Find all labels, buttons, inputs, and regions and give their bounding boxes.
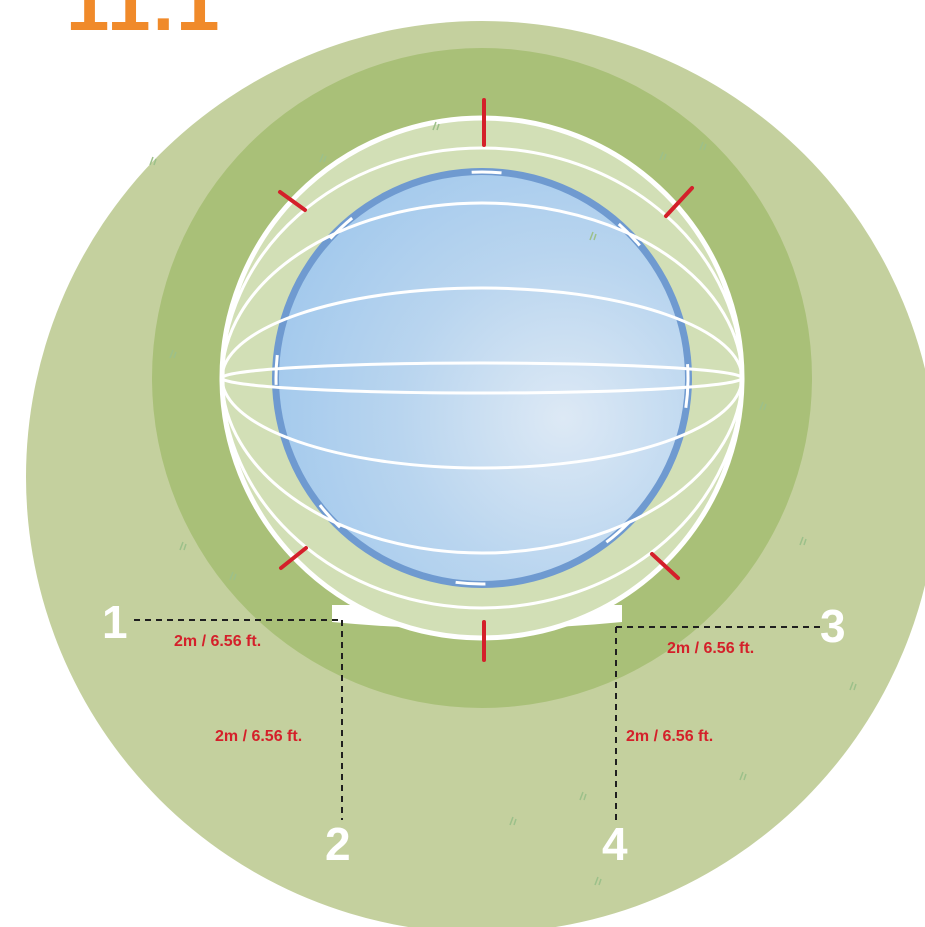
dimension-label-3: 2m / 6.56 ft. xyxy=(667,640,755,657)
dome-ribs xyxy=(220,146,744,610)
point-marker-2: 2 xyxy=(325,818,351,870)
grass-tufts xyxy=(149,121,857,886)
point-marker-4: 4 xyxy=(602,818,628,870)
dimension-lines xyxy=(134,619,822,820)
dimension-label-4: 2m / 6.56 ft. xyxy=(626,728,714,745)
point-marker-3: 3 xyxy=(820,600,846,652)
pool-rim-segments xyxy=(274,170,690,586)
pool-water xyxy=(279,175,685,581)
dimension-label-1: 2m / 6.56 ft. xyxy=(174,633,262,650)
point-marker-1: 1 xyxy=(102,596,128,648)
anchor-marks xyxy=(278,98,694,662)
dimension-label-2: 2m / 6.56 ft. xyxy=(215,728,303,745)
figure-number: 11.1 xyxy=(66,0,222,47)
